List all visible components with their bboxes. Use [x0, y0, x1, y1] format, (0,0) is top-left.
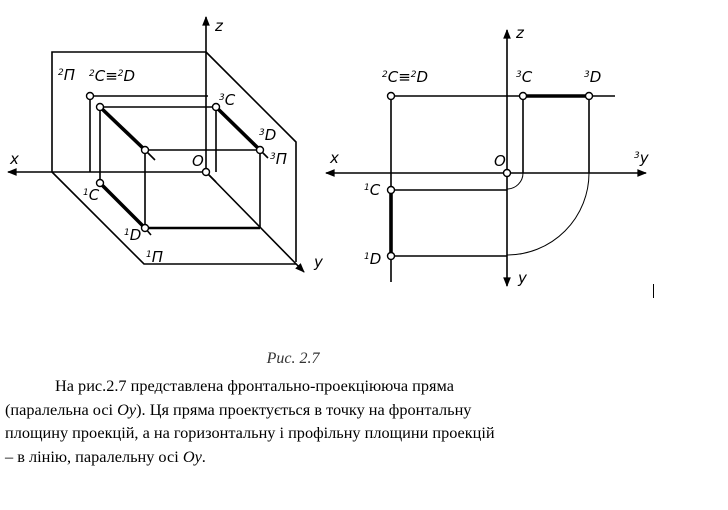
label-c2d2: 2C≡2D [89, 67, 135, 85]
label-plane-3: 3П [270, 150, 287, 168]
frontal-plane [51, 51, 206, 172]
point-c3 [211, 102, 221, 112]
line-cd-horizontal [98, 181, 147, 230]
body-paragraph: На рис.2.7 представлена фронтально-проек… [5, 374, 605, 469]
label-origin: O [494, 152, 506, 170]
label-z: z [214, 17, 224, 35]
label-z: z [515, 24, 525, 42]
label-c3: 3C [219, 91, 236, 109]
label-y: y [517, 269, 528, 287]
axonometric-labels: z x y O 2П 3П 1П 2C≡2D 3C 3D 1C 1D [9, 17, 324, 271]
paragraph-line: – в лінію, паралельну осі Oy. [5, 445, 605, 469]
point-d3 [584, 91, 594, 101]
label-d1: 1D [124, 226, 141, 244]
label-d3: 3D [259, 126, 276, 144]
label-y: y [313, 253, 324, 271]
label-plane-2: 2П [58, 66, 75, 84]
point-c2d2 [386, 91, 396, 101]
text-cursor [653, 284, 654, 298]
point-d3 [255, 145, 265, 155]
label-d1: 1D [364, 250, 381, 268]
line-cd-frontal-view [98, 105, 147, 152]
label-plane-1: 1П [146, 248, 163, 266]
point-c1 [95, 178, 105, 188]
y-axis [205, 171, 305, 273]
origin-point [502, 168, 512, 178]
paragraph-line: (паралельна осі Oy). Ця пряма проектуєть… [5, 398, 605, 422]
label-origin: O [192, 152, 204, 170]
text-span: – в лінію, паралельну осі [5, 447, 183, 467]
point-c3 [518, 91, 528, 101]
horizontal-plane [51, 171, 296, 265]
label-c2d2: 2C≡2D [382, 68, 428, 86]
point-d1 [140, 223, 150, 233]
label-x: x [9, 150, 19, 168]
axonometric-figure [7, 16, 305, 273]
label-d3: 3D [584, 68, 601, 86]
text-span: . [201, 447, 206, 467]
label-c1: 1C [83, 186, 100, 204]
paragraph-line: На рис.2.7 представлена фронтально-проек… [55, 376, 454, 395]
line-cd-profile [214, 105, 262, 152]
axis-ref: Oy [182, 447, 202, 467]
label-c1: 1C [364, 181, 381, 199]
orthographic-labels: z y x O 3y 2C≡2D 3C 3D 1C 1D [329, 24, 650, 287]
point-d1 [386, 251, 396, 261]
figure-caption: Рис. 2.7 [266, 350, 320, 367]
label-c3: 3C [516, 68, 533, 86]
text-span: ). Ця пряма проектується в точку на фрон… [136, 399, 472, 419]
label-y3: 3y [634, 149, 650, 167]
origin-point [201, 167, 211, 177]
axis-ref: Oy [117, 399, 137, 419]
text-span: (паралельна осі [5, 399, 118, 419]
profile-plane [205, 51, 297, 262]
orthographic-figure [325, 29, 647, 287]
label-x: x [329, 149, 339, 167]
paragraph-line: площину проекцій, а на горизонтальну і п… [5, 423, 495, 443]
point-c1 [386, 185, 396, 195]
point-c2d2 [85, 91, 95, 101]
